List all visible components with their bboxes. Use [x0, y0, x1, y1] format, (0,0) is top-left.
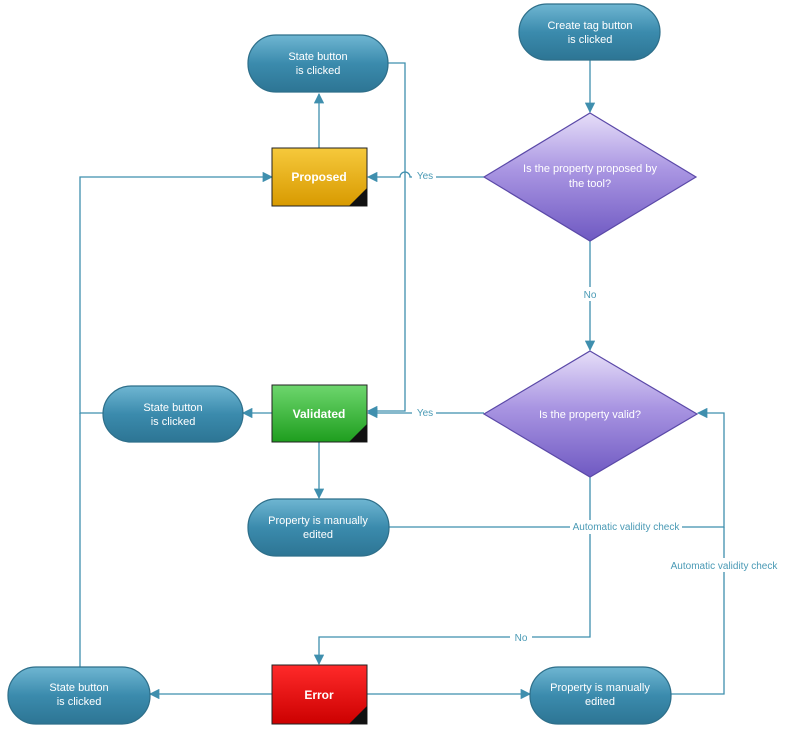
svg-text:Is the property proposed by: Is the property proposed by — [523, 163, 657, 175]
node-state-button-mid: State button is clicked — [102, 385, 244, 443]
svg-text:the tool?: the tool? — [569, 178, 611, 190]
svg-text:Property is manually: Property is manually — [550, 682, 650, 694]
edge-label-no-valid: No — [584, 290, 597, 301]
state-error: Error — [271, 664, 368, 725]
decision-proposed-by-tool: Is the property proposed by the tool? — [482, 112, 698, 242]
svg-text:State button: State button — [288, 51, 347, 63]
svg-text:Property is manually: Property is manually — [268, 515, 368, 527]
svg-text:is clicked: is clicked — [151, 416, 196, 428]
svg-text:Is the property valid?: Is the property valid? — [539, 409, 641, 421]
node-edited-bottom: Property is manually edited — [529, 666, 672, 725]
edge-label-auto-check-bottom: Automatic validity check — [671, 561, 779, 572]
connector-state-mid-to-proposed — [79, 171, 274, 414]
node-state-button-bottom: State button is clicked — [7, 666, 151, 725]
edge-label-yes-proposed: Yes — [417, 171, 433, 182]
svg-text:State button: State button — [49, 682, 108, 694]
edge-label-yes-validated: Yes — [417, 408, 433, 419]
svg-text:Validated: Validated — [293, 407, 346, 421]
svg-text:edited: edited — [585, 696, 615, 708]
node-edited-mid: Property is manually edited — [247, 498, 390, 557]
state-proposed: Proposed — [271, 147, 368, 207]
svg-text:Error: Error — [304, 688, 334, 702]
svg-text:edited: edited — [303, 529, 333, 541]
connector-edited-mid-to-valid — [389, 407, 725, 528]
node-create-tag: Create tag button is clicked — [518, 3, 661, 61]
connector-edited-bottom-to-valid — [671, 527, 725, 695]
state-validated: Validated — [271, 384, 368, 443]
decision-property-valid: Is the property valid? — [482, 350, 699, 478]
svg-text:is clicked: is clicked — [57, 696, 102, 708]
svg-text:Proposed: Proposed — [291, 170, 346, 184]
node-state-button-top: State button is clicked — [247, 34, 389, 93]
edge-label-no-error: No — [515, 633, 528, 644]
svg-text:is clicked: is clicked — [568, 34, 613, 46]
svg-text:Create tag button: Create tag button — [547, 20, 632, 32]
svg-text:State button: State button — [143, 402, 202, 414]
connector-no-to-error — [313, 477, 591, 666]
edge-label-auto-check-mid: Automatic validity check — [573, 522, 681, 533]
connector-state-top-to-validated — [366, 62, 406, 417]
svg-text:is clicked: is clicked — [296, 65, 341, 77]
